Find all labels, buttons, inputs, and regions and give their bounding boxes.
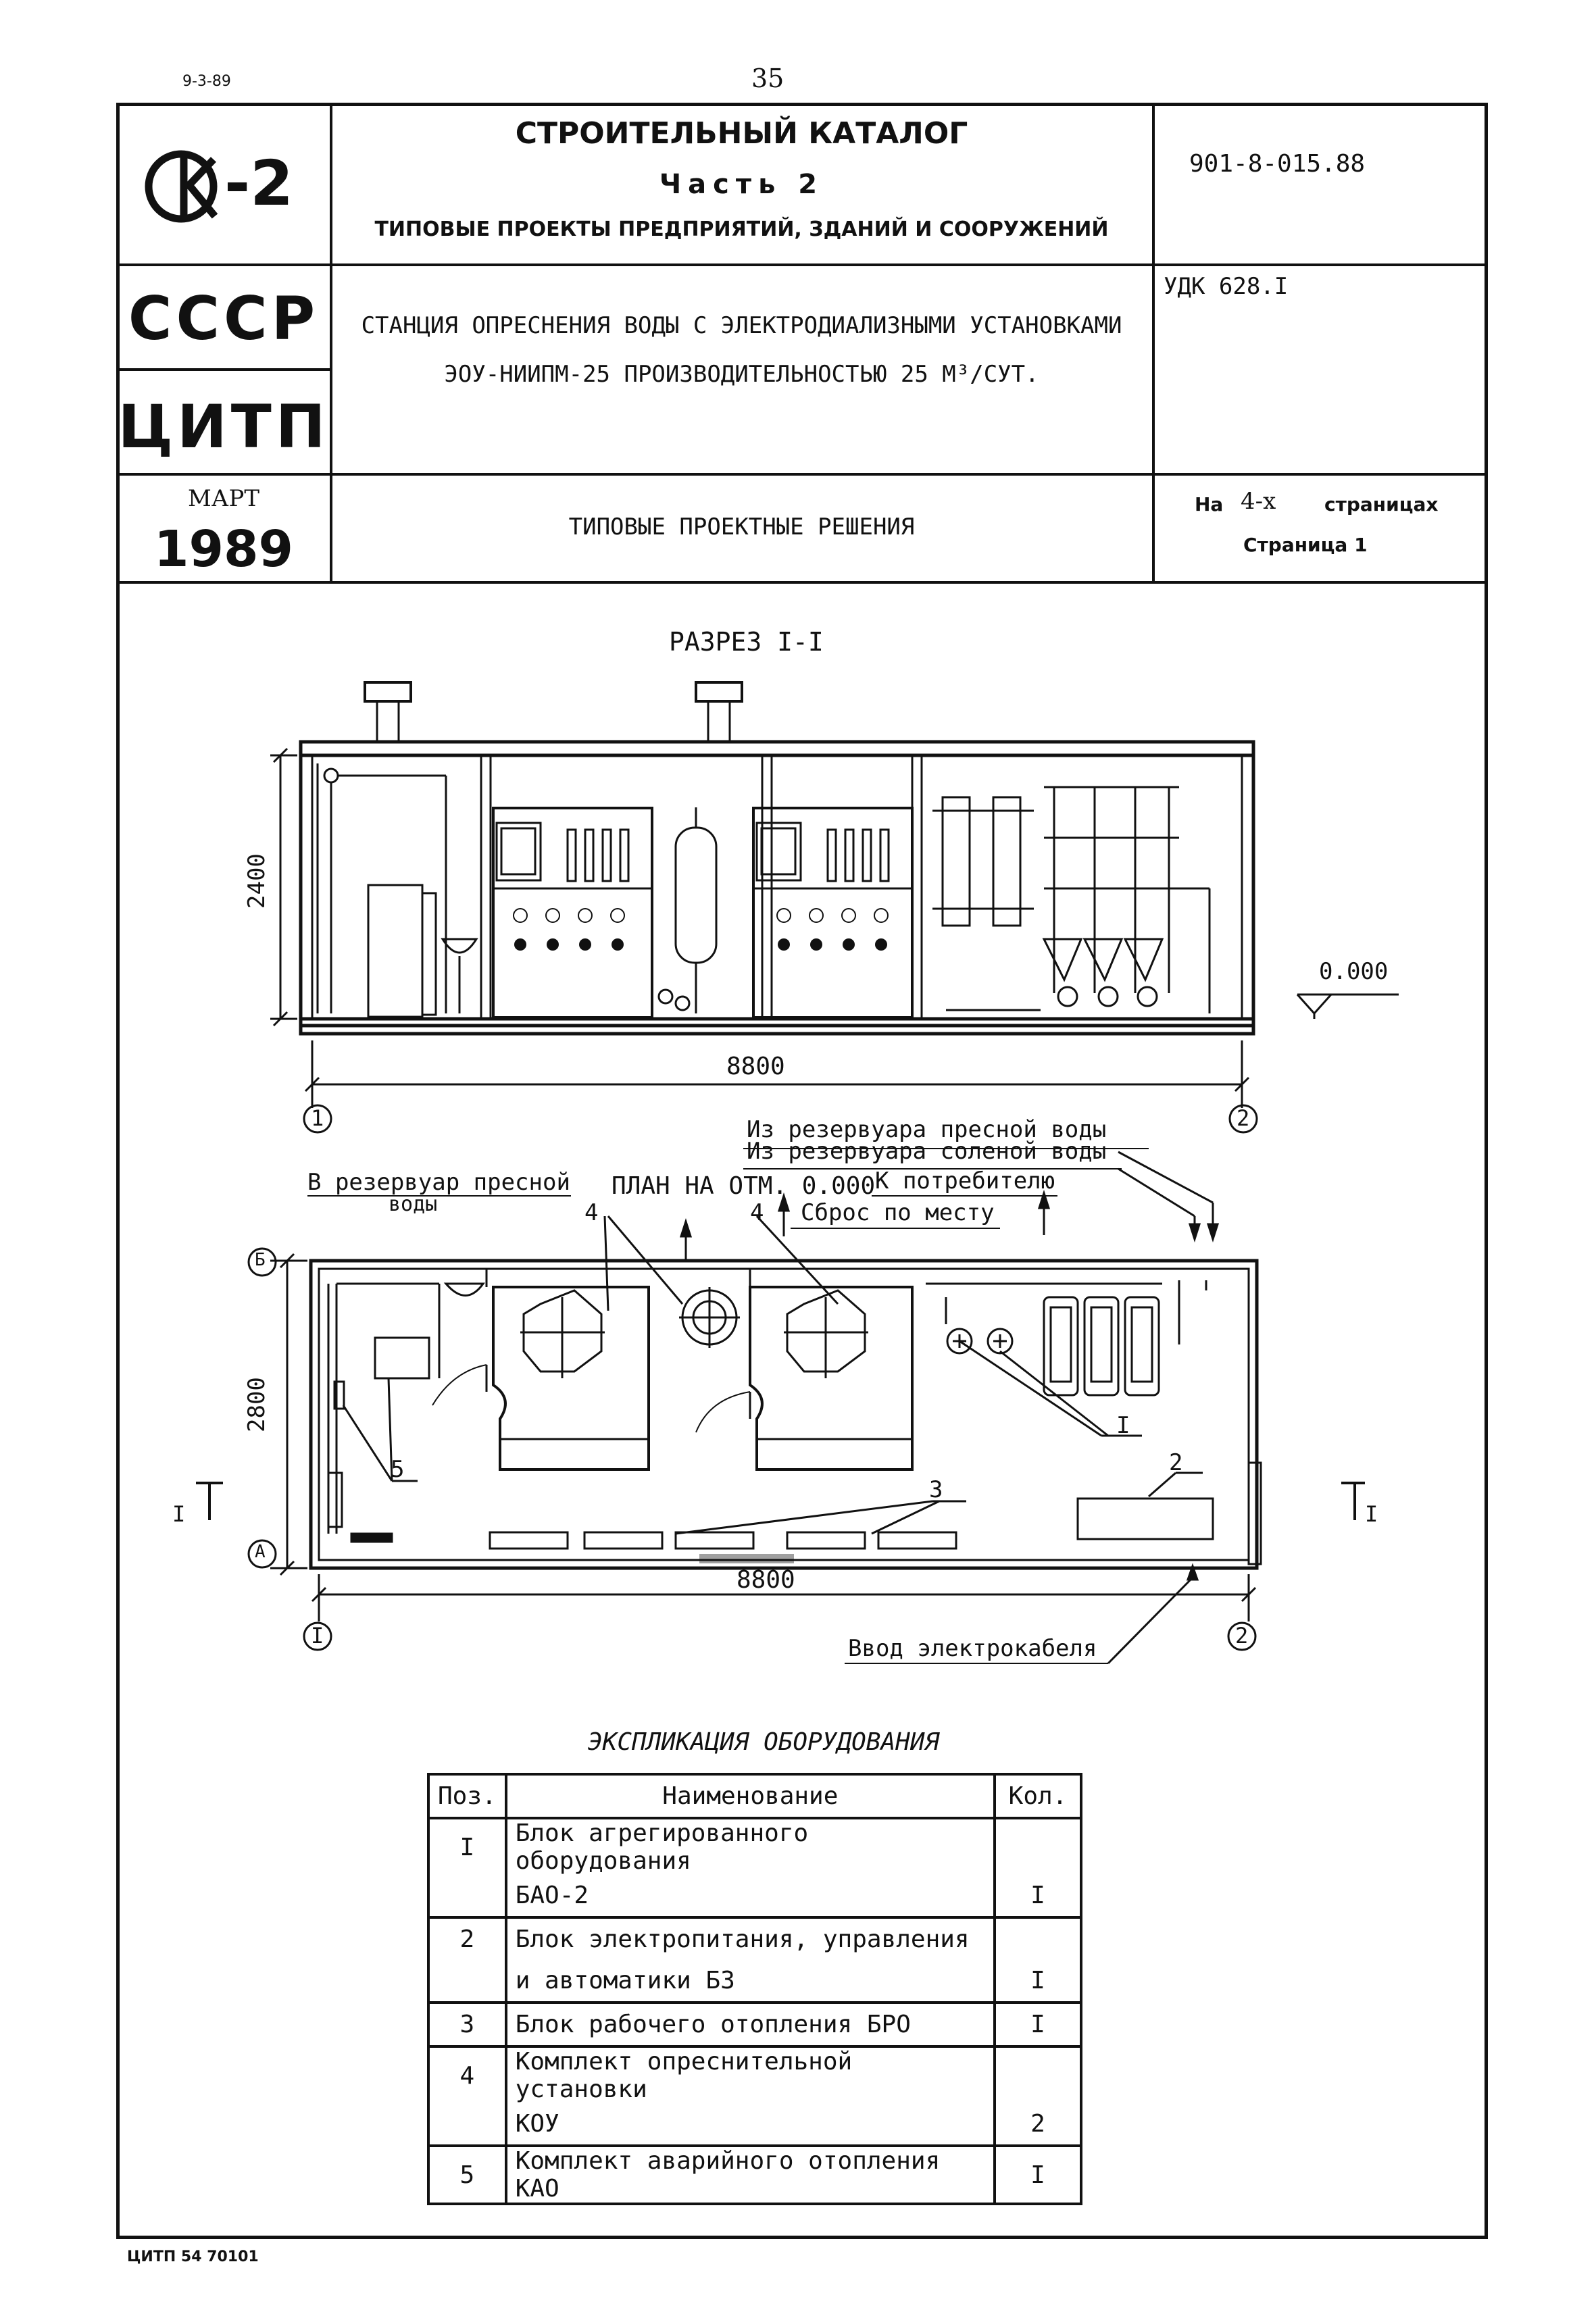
table-row: I Блок агрегированного оборудования <box>427 1817 1082 1875</box>
section-mark-left: I <box>172 1501 186 1527</box>
table-row: КОУ 2 <box>427 2103 1082 2147</box>
org-label: ЦИТП <box>118 392 330 461</box>
row-qty: I <box>993 2144 1082 2205</box>
label-to-fresh-2: воды <box>389 1192 438 1216</box>
section-mark-right: I <box>1365 1501 1378 1527</box>
cable-entry-label: Ввод электрокабеля <box>848 1635 1097 1662</box>
project-code: 901-8-015.88 <box>1189 150 1366 178</box>
row-pos: 5 <box>427 2144 507 2205</box>
label-drain: Сброс по месту <box>801 1199 995 1226</box>
row-name: Комплект аварийного отопления КАО <box>504 2144 997 2205</box>
plan-axis-left: I <box>311 1623 324 1649</box>
table-row: 4 Комплект опреснительной установки <box>427 2045 1082 2103</box>
doc-date: 9-3-89 <box>182 73 231 90</box>
table-row: 3 Блок рабочего отопления БРО I <box>427 2001 1082 2048</box>
solutions-label: ТИПОВЫЕ ПРОЕКТНЫЕ РЕШЕНИЯ <box>568 513 915 540</box>
col-qty-header: Кол. <box>993 1773 1082 1819</box>
section-length-dim: 8800 <box>726 1053 785 1080</box>
explication-title: ЭКСПЛИКАЦИЯ ОБОРУДОВАНИЯ <box>588 1728 940 1756</box>
page-frame <box>116 103 1488 2239</box>
label-to-fresh-1: В резервуар пресной <box>307 1169 570 1196</box>
label-consumer: К потребителю <box>875 1167 1055 1194</box>
plan-drawing <box>196 1148 1365 1665</box>
row-name: Блок электропитания, управления <box>504 1916 997 1960</box>
row-name: Комплект опреснительной установки <box>504 2045 997 2103</box>
table-row: 2 Блок электропитания, управления <box>427 1916 1082 1960</box>
callout-4a: 4 <box>584 1199 599 1226</box>
catalog-subtitle: ТИПОВЫЕ ПРОЕКТЫ ПРЕДПРИЯТИЙ, ЗДАНИЙ И СО… <box>374 218 1109 241</box>
project-title-line1: СТАНЦИЯ ОПРЕСНЕНИЯ ВОДЫ С ЭЛЕКТРОДИАЛИЗН… <box>361 312 1122 339</box>
row-qty: 2 <box>993 2103 1082 2147</box>
col-name-header: Наименование <box>504 1773 997 1819</box>
country-label: СССР <box>128 284 320 353</box>
row-qty: I <box>993 1960 1082 2004</box>
section-axis-left: 1 <box>311 1105 324 1131</box>
row-name: Блок агрегированного оборудования <box>504 1817 997 1875</box>
section-drawing <box>270 681 1399 1134</box>
row-pos-empty <box>427 1875 507 1919</box>
table-row: БАО-2 I <box>427 1875 1082 1919</box>
header-divider <box>116 368 331 371</box>
pages-suffix: страницах <box>1324 493 1439 515</box>
table-row: 5 Комплект аварийного отопления КАО I <box>427 2144 1082 2205</box>
row-pos: 4 <box>427 2045 507 2103</box>
header-divider <box>116 473 1488 476</box>
level-mark: 0.000 <box>1319 958 1389 985</box>
project-title-line2: ЭОУ-НИИПМ-25 ПРОИЗВОДИТЕЛЬНОСТЬЮ 25 М³/С… <box>444 361 1039 388</box>
plan-title: ПЛАН НА ОТМ. 0.000 <box>612 1172 876 1200</box>
row-pos: 3 <box>427 2001 507 2048</box>
plan-axis-b: Б <box>255 1250 266 1270</box>
row-pos-empty <box>427 1960 507 2004</box>
row-qty: I <box>993 1875 1082 1919</box>
row-name: КОУ <box>504 2103 997 2147</box>
label-from-salt: Из резервуара соленой воды <box>747 1138 1107 1165</box>
col-pos-header: Поз. <box>427 1773 507 1819</box>
callout-1: I <box>1116 1412 1130 1439</box>
callout-4b: 4 <box>750 1199 764 1226</box>
catalog-part: Часть 2 <box>659 169 824 200</box>
row-pos: I <box>427 1817 507 1875</box>
row-name: БАО-2 <box>504 1875 997 1919</box>
plan-width-dim: 2800 <box>243 1377 270 1432</box>
section-title: РАЗРЕЗ I-I <box>669 627 824 657</box>
logo-text: -2 <box>224 147 294 220</box>
catalog-logo: -2 <box>135 135 318 236</box>
row-qty: I <box>993 2001 1082 2048</box>
sk-logo-icon <box>145 150 218 223</box>
plan-length-dim: 8800 <box>737 1566 795 1594</box>
pages-prefix: На <box>1195 493 1224 515</box>
page-number: 35 <box>751 64 784 93</box>
section-height-dim: 2400 <box>243 853 270 909</box>
label-from-fresh: Из резервуара пресной воды <box>747 1116 1107 1143</box>
page-label: Страница 1 <box>1243 534 1368 556</box>
header-divider <box>330 103 332 582</box>
issue-month: МАРТ <box>187 485 260 512</box>
udk-code: УДК 628.I <box>1164 273 1289 300</box>
row-qty-empty <box>993 1817 1082 1875</box>
header-divider <box>116 263 1488 266</box>
row-qty-empty <box>993 1916 1082 1960</box>
explication-table: Поз. Наименование Кол. I Блок агрегирова… <box>427 1773 1082 2205</box>
table-row: и автоматики БЗ I <box>427 1960 1082 2004</box>
footer-code: ЦИТП 54 70101 <box>127 2248 259 2265</box>
row-name: Блок рабочего отопления БРО <box>504 2001 997 2048</box>
row-pos: 2 <box>427 1916 507 1960</box>
catalog-title: СТРОИТЕЛЬНЫЙ КАТАЛОГ <box>515 116 968 151</box>
callout-5: 5 <box>391 1456 405 1483</box>
plan-axis-right: 2 <box>1235 1623 1249 1649</box>
row-pos-empty <box>427 2103 507 2147</box>
plan-axis-a: А <box>255 1542 266 1562</box>
issue-year: 1989 <box>154 520 293 578</box>
row-qty-empty <box>993 2045 1082 2103</box>
row-name: и автоматики БЗ <box>504 1960 997 2004</box>
header-divider <box>116 581 1488 584</box>
callout-3: 3 <box>929 1476 943 1503</box>
header-divider <box>1152 103 1155 582</box>
callout-2: 2 <box>1169 1449 1183 1476</box>
section-axis-right: 2 <box>1237 1105 1250 1131</box>
pages-count: 4-х <box>1241 488 1276 515</box>
